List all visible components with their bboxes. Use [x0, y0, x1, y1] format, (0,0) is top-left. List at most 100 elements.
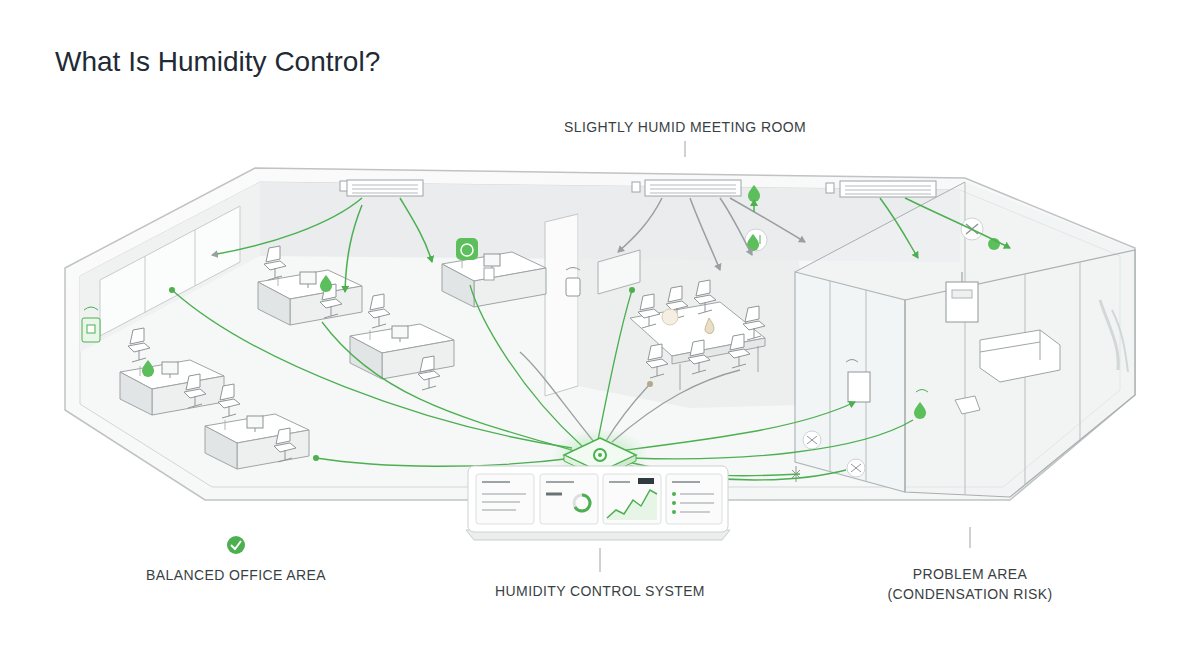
- vents: [352, 189, 418, 190]
- check-badge: [227, 536, 245, 554]
- office-furniture: [128, 328, 150, 362]
- humidity-icons: [320, 275, 332, 292]
- dashboard-panel: [468, 466, 728, 532]
- office-furniture: [274, 428, 296, 462]
- office-furniture: [442, 252, 546, 307]
- walls: [80, 182, 260, 352]
- glass-room: [795, 272, 905, 492]
- dashboard-panel: [607, 490, 657, 518]
- airflow-lines: [730, 198, 805, 242]
- dashboard-panel: [680, 502, 714, 504]
- humidity-icons: [914, 402, 926, 419]
- airflow-lines: [618, 198, 662, 252]
- airflow-lines: [880, 198, 918, 258]
- control-links: [647, 381, 653, 387]
- office-furniture: [205, 414, 309, 469]
- vents: [347, 180, 423, 196]
- glass-room: [830, 281, 831, 472]
- control-links: [172, 290, 572, 448]
- office-furniture: [264, 246, 286, 280]
- humidity-icons: [142, 185, 1000, 482]
- humidity-icons: [461, 244, 473, 256]
- vents: [352, 193, 418, 194]
- control-hub: [594, 449, 606, 461]
- vents: [845, 190, 931, 191]
- dashboard-panel: [482, 501, 520, 503]
- control-links: [626, 402, 855, 450]
- walls: [598, 250, 640, 294]
- glass-room: [952, 290, 972, 298]
- airflow-lines: [690, 198, 720, 270]
- dashboard-panel: [672, 492, 676, 496]
- sensors: [82, 268, 928, 393]
- airflow-lines: [720, 198, 752, 255]
- airflow-lines: [212, 198, 1010, 292]
- office-furniture: [418, 356, 440, 390]
- dashboard-panel: [672, 501, 676, 505]
- control-hub: [598, 453, 602, 457]
- leader-lines: [600, 141, 970, 572]
- glass-room: [955, 396, 980, 414]
- floor-slab: [65, 168, 1135, 500]
- control-links: [630, 420, 913, 459]
- vents: [352, 185, 418, 186]
- vents: [845, 194, 931, 195]
- airflow-lines: [345, 205, 362, 292]
- glass-room: [962, 272, 963, 282]
- check-badge: [231, 541, 241, 549]
- dashboard-panel: [540, 474, 598, 524]
- dashboard-panel: [607, 490, 657, 520]
- meeting-table: [630, 280, 765, 390]
- control-links: [520, 352, 594, 442]
- meeting-table: [672, 338, 765, 364]
- dashboard-panel: [680, 493, 714, 495]
- vents: [645, 180, 741, 196]
- sensors: [484, 268, 494, 280]
- control-links: [629, 287, 635, 293]
- control-links: [169, 285, 913, 480]
- humidity-icons: [760, 235, 761, 244]
- meeting-table: [680, 364, 681, 390]
- dashboard-panel: [603, 474, 661, 524]
- meeting-table: [638, 294, 660, 328]
- vents: [650, 189, 736, 190]
- vents: [845, 186, 931, 187]
- diagram-title: What Is Humidity Control?: [55, 46, 380, 78]
- walls: [145, 256, 146, 313]
- humidity-icons: [807, 436, 817, 444]
- glass-room: [795, 182, 1135, 497]
- sensors: [566, 268, 580, 271]
- callout-label: PROBLEM AREA (CONDENSATION RISK): [870, 564, 1070, 604]
- dashboard-panel: [672, 481, 700, 483]
- leader-lines: [685, 141, 686, 157]
- humidity-icons: [803, 431, 821, 449]
- sensors: [916, 390, 928, 393]
- dashboard-panel: [680, 511, 710, 513]
- dashboard-panel: [574, 495, 590, 511]
- airflow-lines: [905, 198, 1010, 248]
- vents: [826, 183, 834, 193]
- glass-room: [905, 250, 1135, 497]
- sensors: [846, 360, 858, 363]
- humidity-icons: [662, 309, 678, 325]
- dashboard-panel: [672, 510, 676, 514]
- airflow-lines: [400, 198, 432, 262]
- dashboard-panel: [482, 509, 516, 511]
- glass-room: [1025, 274, 1026, 485]
- office-furniture: [350, 324, 454, 379]
- office-furniture: [120, 246, 546, 469]
- vents: [632, 182, 640, 192]
- control-links: [322, 322, 578, 452]
- sensors: [84, 307, 98, 310]
- meeting-table: [646, 344, 668, 378]
- vents: [650, 193, 736, 194]
- check-badge: [227, 536, 245, 554]
- control-links: [169, 287, 175, 293]
- dashboard-panel: [546, 481, 574, 483]
- callout-label: HUMIDITY CONTROL SYSTEM: [440, 581, 760, 601]
- humidity-icons: [456, 238, 478, 260]
- dashboard-panel: [466, 466, 730, 540]
- office-furniture: [184, 374, 206, 408]
- dashboard-panel: [482, 481, 510, 483]
